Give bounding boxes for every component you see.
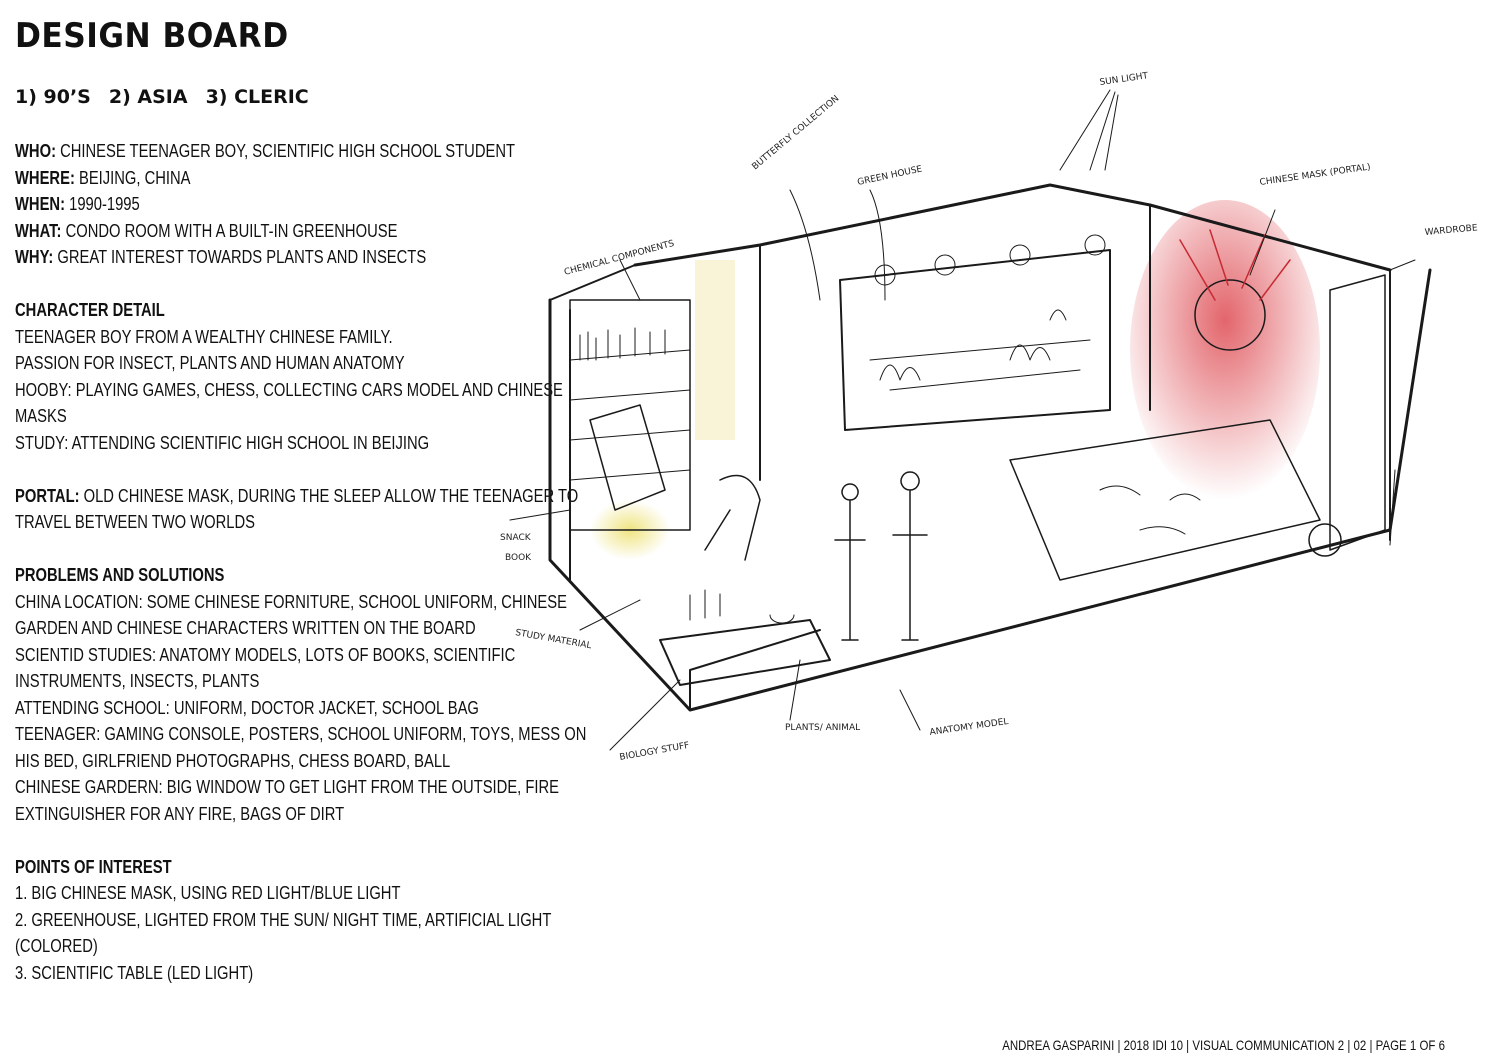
chinese-mask: [1194, 279, 1266, 351]
greenhouse-lamp: [934, 254, 956, 276]
annotation-arrows: [509, 189, 1416, 751]
problems-line: SCIENTID STUDIES: ANATOMY MODELS, LOTS O…: [15, 644, 516, 665]
where-text: BEIJING, CHINA: [78, 167, 191, 188]
page-footer: ANDREA GASPARINI | 2018 IDI 10 | VISUAL …: [1002, 1037, 1445, 1053]
why-text: GREAT INTEREST TOWARDS PLANTS AND INSECT…: [57, 247, 427, 267]
room-sketch-drawing: SUN LIGHT BUTTERFLY COLLECTION GREEN HOU…: [500, 71, 1478, 763]
bed: [1009, 419, 1321, 581]
problems-line: EXTINGUISHER FOR ANY FIRE, BAGS OF DIRT: [15, 803, 345, 824]
ball: [1308, 523, 1342, 557]
greenhouse-bench: [869, 339, 1091, 391]
room-sketch: SUN LIGHT BUTTERFLY COLLECTION GREEN HOU…: [490, 60, 1490, 780]
lamp-light-beam: [695, 260, 735, 440]
brief-column: WHO: CHINESE TEENAGER BOY, SCIENTIFIC HI…: [15, 138, 586, 986]
problems-line: CHINA LOCATION: SOME CHINESE FORNITURE, …: [15, 591, 567, 612]
why-label: WHY:: [15, 247, 54, 267]
sun-light-lines: [1059, 89, 1119, 171]
problems-line: ATTENDING SCHOOL: UNIFORM, DOCTOR JACKET…: [15, 697, 479, 718]
label-wardrobe: WARDROBE: [1424, 223, 1478, 238]
greenhouse-lamp: [1009, 244, 1031, 266]
what-text: CONDO ROOM WITH A BUILT-IN GREENHOUSE: [65, 220, 398, 241]
interest-line: 2. GREENHOUSE, LIGHTED FROM THE SUN/ NIG…: [15, 909, 552, 930]
bookshelf-shelves: [569, 349, 691, 481]
label-plants: PLANTS/ ANIMAL: [785, 723, 860, 733]
bookshelf: [569, 299, 691, 531]
label-anatomy: ANATOMY MODEL: [929, 717, 1009, 738]
books: [579, 327, 666, 361]
greenhouse-lamp: [1084, 234, 1106, 256]
who-text: CHINESE TEENAGER BOY, SCIENTIFIC HIGH SC…: [60, 141, 516, 161]
problems-title: PROBLEMS AND SOLUTIONS: [15, 565, 225, 585]
where-label: WHERE:: [15, 167, 75, 188]
floor-front-edge: [689, 629, 821, 711]
anatomy-model: [834, 483, 866, 641]
portal-text-2: TRAVEL BETWEEN TWO WORLDS: [15, 512, 256, 532]
character-title: CHARACTER DETAIL: [15, 300, 165, 320]
who-label: WHO:: [15, 141, 56, 161]
problems-line: GARDEN AND CHINESE CHARACTERS WRITTEN ON…: [15, 618, 476, 638]
table-items: [689, 589, 795, 624]
wardrobe: [1329, 274, 1386, 551]
character-line: HOOBY: PLAYING GAMES, CHESS, COLLECTING …: [15, 379, 563, 400]
room-back-wall-top: [633, 183, 1392, 272]
page-title: DESIGN BOARD: [15, 16, 289, 56]
what-label: WHAT:: [15, 220, 62, 241]
chair-figure: [704, 474, 761, 561]
interest-title: POINTS OF INTEREST: [15, 856, 172, 877]
portal-text: OLD CHINESE MASK, DURING THE SLEEP ALLOW…: [83, 485, 579, 506]
mask-light-rays: [1179, 229, 1291, 301]
label-green-house: GREEN HOUSE: [857, 164, 924, 188]
when-text: 1990-1995: [69, 194, 140, 214]
plants: [879, 309, 1067, 381]
interest-line: 1. BIG CHINESE MASK, USING RED LIGHT/BLU…: [15, 883, 401, 903]
label-butterfly: BUTTERFLY COLLECTION: [751, 94, 842, 173]
room-corner: [759, 204, 1391, 541]
portal-label: PORTAL:: [15, 485, 80, 506]
label-sun-light: SUN LIGHT: [1099, 71, 1149, 88]
problems-line: TEENAGER: GAMING CONSOLE, POSTERS, SCHOO…: [15, 724, 587, 744]
when-label: WHEN:: [15, 194, 66, 214]
scientific-table: [659, 619, 831, 686]
anatomy-model: [892, 471, 928, 641]
problems-line: HIS BED, GIRLFRIEND PHOTOGRAPHS, CHESS B…: [15, 750, 451, 771]
character-line: TEENAGER BOY FROM A WEALTHY CHINESE FAMI…: [15, 326, 393, 347]
theme-item: 1) 90’S: [15, 86, 91, 108]
character-line: STUDY: ATTENDING SCIENTIFIC HIGH SCHOOL …: [15, 432, 430, 453]
theme-list: 1) 90’S 2) ASIA 3) CLERIC: [15, 86, 309, 108]
label-biology: BIOLOGY STUFF: [619, 741, 690, 763]
character-line: MASKS: [15, 406, 67, 426]
character-line: PASSION FOR INSECT, PLANTS AND HUMAN ANA…: [15, 353, 405, 373]
interest-line: (COLORED): [15, 936, 98, 956]
label-snack: SNACK: [500, 533, 532, 543]
interest-line: 3. SCIENTIFIC TABLE (LED LIGHT): [15, 962, 254, 983]
label-study-material: STUDY MATERIAL: [514, 628, 592, 651]
theme-item: 2) ASIA: [108, 86, 188, 108]
greenhouse-window: [839, 249, 1111, 431]
bed-mess: [1099, 485, 1201, 535]
problems-line: INSTRUMENTS, INSECTS, PLANTS: [15, 671, 260, 691]
whiteboard: [589, 404, 666, 511]
label-chinese-mask: CHINESE MASK (PORTAL): [1259, 162, 1371, 187]
theme-item: 3) CLERIC: [205, 86, 309, 108]
label-book: BOOK: [505, 553, 532, 563]
problems-line: CHINESE GARDERN: BIG WINDOW TO GET LIGHT…: [15, 777, 559, 797]
